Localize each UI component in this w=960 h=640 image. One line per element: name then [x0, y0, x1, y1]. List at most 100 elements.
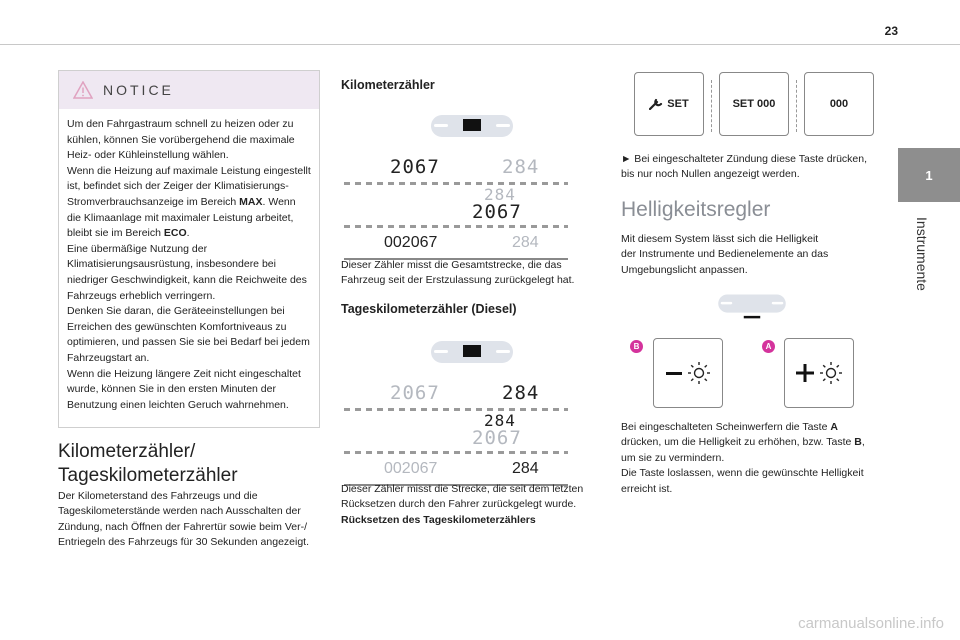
notice-label: NOTICE [103, 82, 174, 98]
set-000-button[interactable]: SET 000 [719, 72, 789, 136]
notice-line-part: Stromverbrauchsanzeige im Bereich [67, 195, 240, 208]
text-line: Umgebungslicht anpassen. [621, 263, 748, 276]
brightness-intro: Mit diesem System lässt sich die Helligk… [621, 232, 883, 278]
minus-icon [666, 372, 682, 375]
solid-divider [344, 258, 568, 260]
dashed-divider [344, 182, 568, 185]
text-line: Die Taste loslassen, wenn die gewünschte… [621, 467, 864, 480]
warning-icon [73, 81, 93, 99]
odometer-total-long: 002067 [384, 234, 438, 251]
notice-header: NOTICE [59, 71, 319, 109]
heading-odometer: Kilometerzähler [341, 78, 435, 92]
notice-line-part: . [186, 227, 190, 240]
odometer-trip: 284 [484, 411, 516, 430]
odometer-description: Dieser Zähler misst die Gesamtstrecke, d… [341, 258, 603, 289]
odometer-row: 284 2067 [344, 411, 568, 449]
odometer-trip: 284 [484, 185, 516, 204]
text-line: Rücksetzen durch den Fahrer zurückgelegt… [341, 498, 577, 511]
text-line: der Instrumente und Bedienelemente an da… [621, 248, 829, 261]
notice-line: die Klimaanlage mit maximaler Leistung a… [67, 211, 294, 224]
plus-icon [796, 364, 814, 382]
text-line: Der Kilometerstand des Fahrzeugs und die [58, 490, 258, 502]
trip-reset-heading: Rücksetzen des Tageskilometerzählers [341, 513, 536, 526]
odometer-row: 002067 284 [344, 230, 568, 256]
notice-line-part: bleibt sie im Bereich [67, 227, 164, 240]
set-button-label: SET [667, 98, 689, 110]
brightness-instructions: Bei eingeschalteten Scheinwerfern die Ta… [621, 420, 883, 497]
watermark: carmanualsonline.info [798, 615, 944, 632]
top-rule [0, 44, 960, 45]
odometer-trip: 284 [512, 460, 539, 477]
text-line: Entriegeln des Fahrzeugs für 30 Sekunden… [58, 536, 310, 549]
section-heading-odometer: Kilometerzähler/ Tageskilometerzähler [58, 440, 328, 488]
notice-line: Um den Fahrgastraum schnell zu heizen od… [67, 118, 294, 130]
notice-line: Stromverbrauchsanzeige im Bereich MAX. W… [67, 195, 311, 211]
solid-divider [344, 484, 568, 486]
sun-icon [820, 362, 842, 384]
odometer-intro: Der Kilometerstand des Fahrzeugs und die… [58, 489, 328, 551]
zero-button[interactable]: 000 [804, 72, 874, 136]
instrument-display-icon [431, 115, 513, 137]
heading-brightness: Helligkeitsregler [621, 198, 771, 221]
heading-line: Kilometerzähler/ [58, 441, 196, 462]
notice-line: ist, befindet sich der Zeiger der Klimat… [67, 180, 289, 193]
odometer-row: 284 2067 [344, 185, 568, 223]
notice-line: bleibt sie im Bereich ECO. [67, 226, 311, 242]
text-line: Tageskilometerstände werden nach Ausscha… [58, 505, 301, 518]
text-part: , [861, 436, 865, 449]
odometer-total-long: 002067 [384, 460, 438, 477]
brightness-decrease-button[interactable] [653, 338, 723, 408]
notice-line: Benutzung einen leichten Geruch wahrnehm… [67, 398, 289, 411]
text-line: Dieser Zähler misst die Gesamtstrecke, d… [341, 259, 562, 271]
odometer-row: 2067 284 [344, 380, 568, 406]
odometer-display: 2067 284 284 2067 002067 284 [344, 154, 568, 260]
text-line: Fahrzeug seit der Erstzulassung zurückge… [341, 274, 575, 287]
chapter-title-label: Instrumente [914, 217, 930, 291]
notice-box: NOTICE Um den Fahrgastraum schnell zu he… [58, 70, 320, 428]
notice-line: Wenn die Heizung längere Zeit nicht eing… [67, 367, 301, 380]
text-line: Mit diesem System lässt sich die Helligk… [621, 233, 819, 245]
notice-line: Klimatisierungsausrüstung, insbesondere … [67, 258, 276, 271]
notice-line: Erreichen des gewünschten Komfortniveaus… [67, 320, 287, 333]
badge-a: A [762, 340, 775, 353]
text-line: ► Bei eingeschalteter Zündung diese Tast… [621, 153, 868, 165]
dashed-divider [344, 408, 568, 411]
set-000-button-label: SET 000 [732, 98, 776, 110]
text-line: Dieser Zähler misst die Strecke, die sei… [341, 483, 584, 495]
dashed-separator [711, 80, 712, 132]
notice-text: Um den Fahrgastraum schnell zu heizen od… [59, 109, 319, 413]
notice-line: wurde, können Sie in den ersten Minuten … [67, 383, 276, 396]
brightness-increase-button[interactable] [784, 338, 854, 408]
odometer-row: 2067 284 [344, 154, 568, 180]
text-part: Bei eingeschalteten Scheinwerfern die Ta… [621, 421, 831, 433]
notice-line-part: . Wenn [262, 195, 296, 208]
chapter-tab: 1 [898, 148, 960, 202]
set-button[interactable]: SET [634, 72, 704, 136]
dashed-divider [344, 225, 568, 228]
text-line: um sie zu vermindern. [621, 451, 725, 464]
key-a: A [830, 421, 838, 433]
dashed-divider [344, 451, 568, 454]
odometer-total: 2067 [390, 382, 440, 404]
text-line: Zündung, nach Öffnen der Fahrertür sowie… [58, 520, 308, 533]
notice-line: optimieren, und passen Sie sie bei Bedar… [67, 336, 310, 349]
notice-line: kühlen, können Sie vorübergehend die max… [67, 133, 295, 146]
notice-line: niedriger Geschwindigkeit, kann die Reic… [67, 273, 307, 286]
odometer-total: 2067 [390, 156, 440, 178]
text-line: erreicht ist. [621, 482, 673, 495]
max-label: MAX [239, 195, 263, 208]
odometer-trip: 284 [512, 234, 539, 251]
odometer-total: 2067 [472, 427, 522, 449]
trip-meter-description: Dieser Zähler misst die Strecke, die sei… [341, 482, 603, 528]
eco-label: ECO [163, 227, 187, 240]
notice-line: Fahrzeugstart an. [67, 351, 150, 364]
heading-trip-meter: Tageskilometerzähler (Diesel) [341, 302, 517, 316]
text-line: drücken, um die Helligkeit zu erhöhen, b… [621, 435, 883, 450]
reset-instruction: ► Bei eingeschalteter Zündung diese Tast… [621, 152, 883, 183]
key-b: B [854, 436, 862, 449]
instrument-display-icon [718, 294, 786, 319]
text-part: drücken, um die Helligkeit zu erhöhen, b… [621, 436, 855, 449]
odometer-trip: 284 [502, 382, 540, 404]
sun-icon [688, 362, 710, 384]
dashed-separator [796, 80, 797, 132]
